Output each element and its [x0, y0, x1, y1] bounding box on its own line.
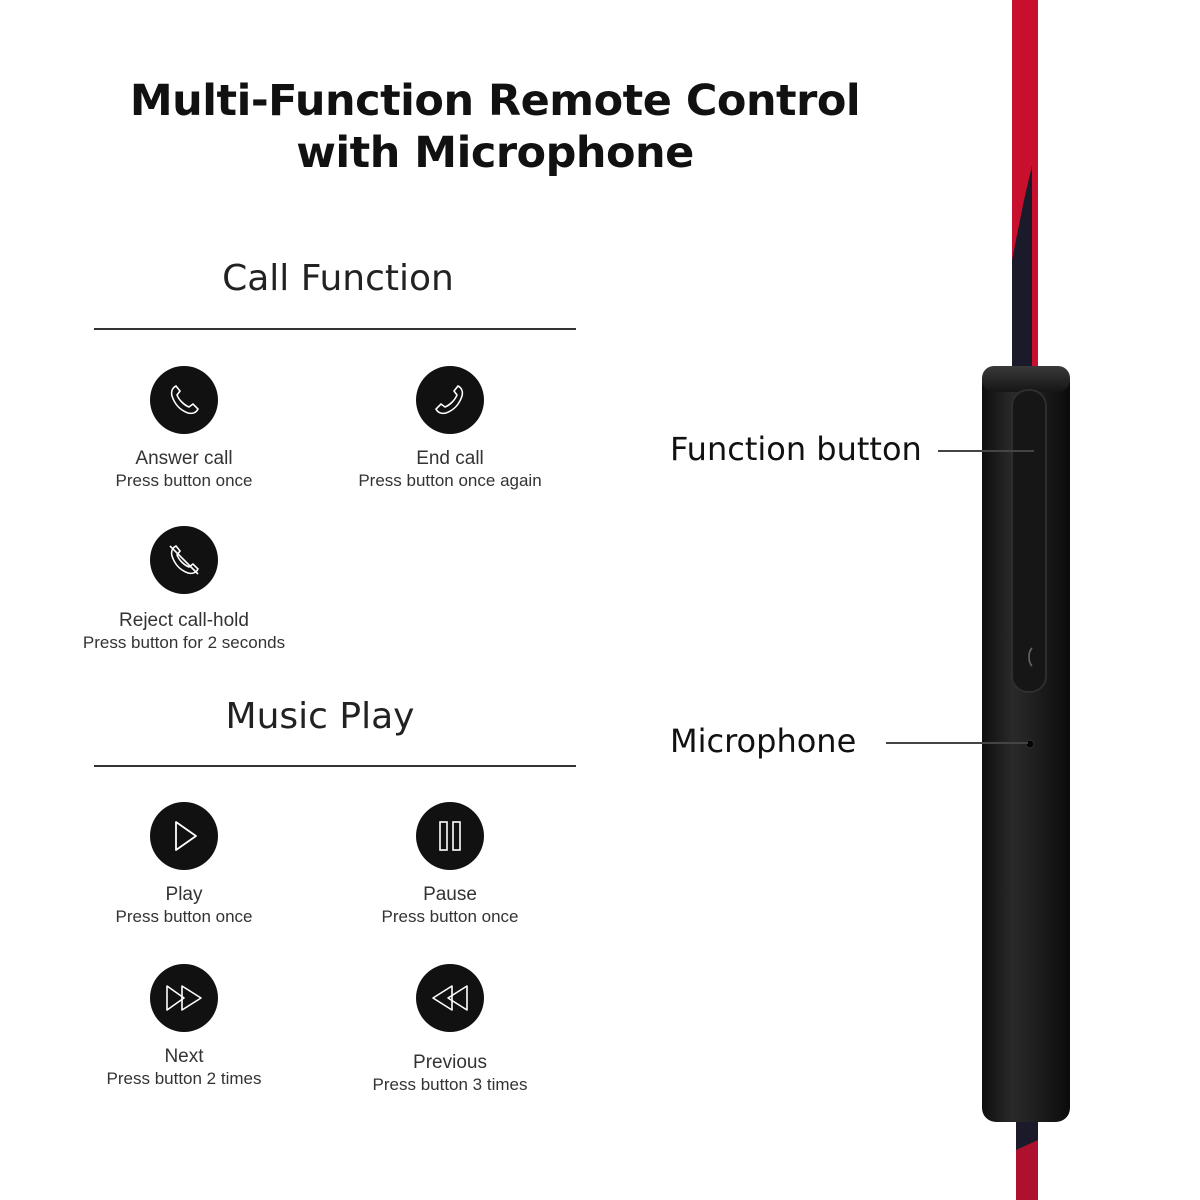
title-line-2: with Microphone: [296, 128, 694, 178]
remote-top-cap: [982, 366, 1070, 392]
phone-reject-icon: [150, 526, 218, 594]
microphone-callout: Microphone: [670, 722, 857, 760]
play-icon: [150, 802, 218, 870]
next-sub: Press button 2 times: [106, 1069, 262, 1088]
pause-label: Pause: [423, 884, 477, 905]
cable-bottom: [1016, 1118, 1038, 1200]
microphone-hole: [1025, 739, 1035, 749]
end-call-item: End call Press button once again: [320, 366, 580, 492]
music-play-divider: [94, 765, 576, 767]
reject-call-sub: Press button for 2 seconds: [82, 633, 286, 652]
pause-sub: Press button once: [381, 907, 519, 926]
answer-call-sub: Press button once: [115, 471, 253, 490]
next-item: Next Press button 2 times: [54, 964, 314, 1090]
previous-item: Previous Press button 3 times: [320, 964, 580, 1096]
next-label: Next: [164, 1046, 204, 1067]
title-line-1: Multi-Function Remote Control: [129, 76, 861, 126]
fast-forward-icon: [150, 964, 218, 1032]
answer-call-label: Answer call: [135, 448, 233, 469]
pause-item: Pause Press button once: [320, 802, 580, 928]
rewind-icon: [416, 964, 484, 1032]
end-call-label: End call: [416, 448, 484, 469]
previous-sub: Press button 3 times: [372, 1075, 528, 1094]
pause-icon: [416, 802, 484, 870]
call-function-divider: [94, 328, 576, 330]
function-button-leader: [938, 450, 1034, 452]
function-button[interactable]: [1011, 389, 1047, 693]
play-item: Play Press button once: [54, 802, 314, 928]
cable-top: [1012, 0, 1038, 372]
reject-call-item: Reject call-hold Press button for 2 seco…: [54, 526, 314, 654]
previous-label: Previous: [413, 1052, 487, 1073]
microphone-leader: [886, 742, 1028, 744]
play-label: Play: [165, 884, 203, 905]
function-button-callout: Function button: [670, 430, 922, 468]
headphone-remote-illustration: [982, 0, 1070, 1200]
play-sub: Press button once: [115, 907, 253, 926]
page-title: Multi-Function Remote Control with Micro…: [100, 75, 890, 179]
music-play-heading: Music Play: [225, 696, 415, 737]
phone-icon: [150, 366, 218, 434]
reject-call-label: Reject call-hold: [119, 610, 249, 631]
answer-call-item: Answer call Press button once: [54, 366, 314, 492]
end-call-sub: Press button once again: [358, 471, 542, 490]
phone-hangup-icon: [416, 366, 484, 434]
call-function-heading: Call Function: [222, 258, 454, 299]
phone-glyph-icon: [1028, 647, 1033, 667]
